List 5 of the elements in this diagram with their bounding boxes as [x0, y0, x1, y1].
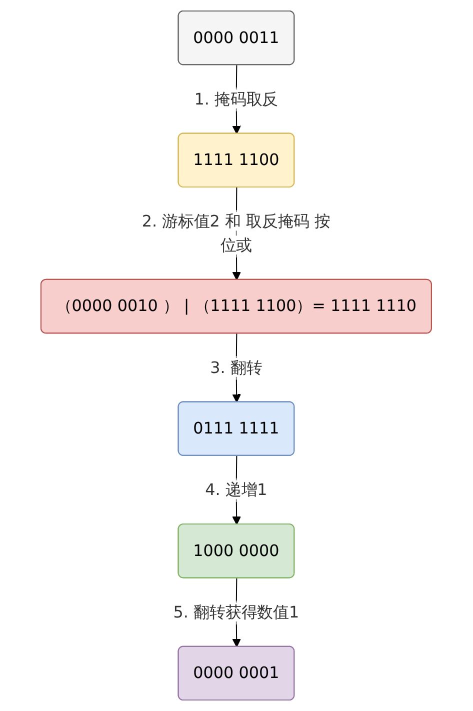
edge-label: 4. 递增1: [205, 480, 268, 500]
edge-label: 1. 掩码取反: [194, 90, 278, 108]
edge-label: 3. 翻转: [210, 358, 263, 377]
edge-label: 2. 游标值2 和 取反掩码 按位或: [142, 212, 331, 255]
edge-label: 5. 翻转获得数值1: [174, 602, 300, 622]
